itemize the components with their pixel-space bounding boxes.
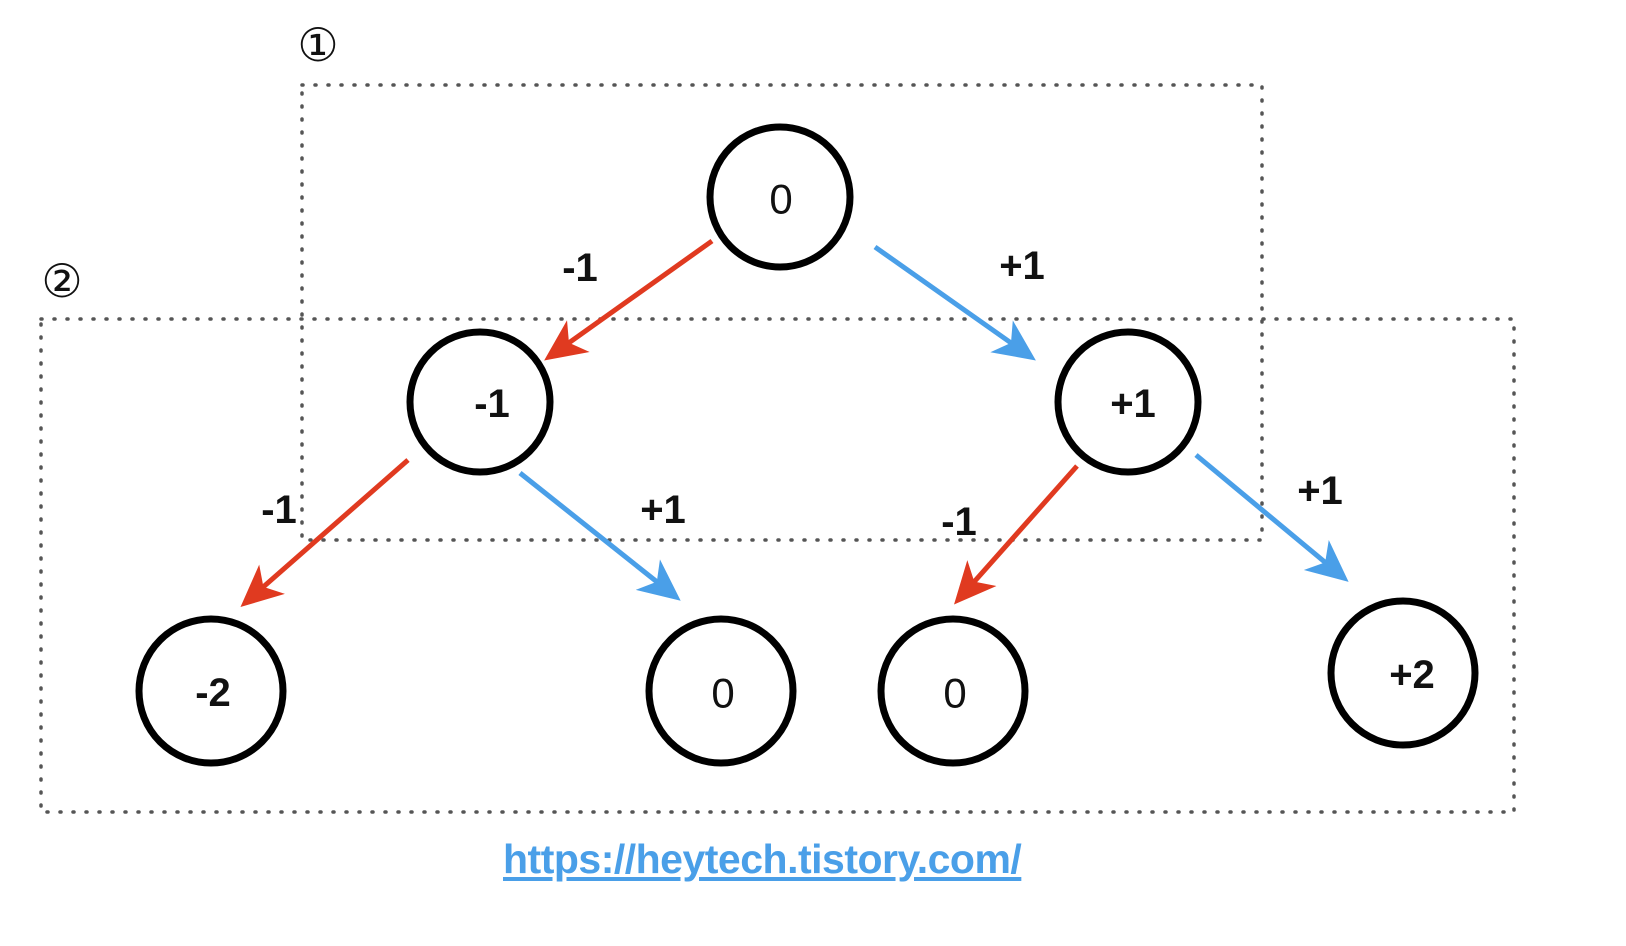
tree-edges — [240, 238, 1349, 607]
node-label-leaf-plus2: +2 — [1389, 653, 1435, 697]
group-marker-1: ① — [297, 19, 338, 71]
tree-node-leaf-minus2[interactable]: -2 — [135, 615, 287, 767]
group-marker-2: ② — [41, 255, 82, 307]
edge-label-right-rightleft: -1 — [941, 500, 977, 544]
edge-labels: -1 +1 -1 +1 -1 +1 — [261, 244, 1343, 544]
node-circle-leaf-minus2[interactable] — [135, 615, 287, 767]
node-circle-left-1[interactable] — [406, 328, 554, 476]
node-label-leaf-minus2: -2 — [195, 671, 231, 715]
tree-node-leaf-zero-left[interactable]: 0 — [645, 615, 797, 767]
node-label-root: 0 — [769, 176, 792, 223]
edge-left-to-leftright — [518, 471, 681, 601]
tree-node-right-1[interactable]: +1 — [1054, 328, 1202, 476]
edge-label-root-right: +1 — [999, 244, 1045, 288]
edge-label-left-leftleft: -1 — [261, 488, 297, 532]
node-circle-leaf-zero-left[interactable] — [645, 615, 797, 767]
node-label-left-1: -1 — [474, 382, 510, 426]
node-label-leaf-zero-left: 0 — [711, 670, 734, 717]
edge-label-left-leftright: +1 — [640, 488, 686, 532]
source-url-link[interactable]: https://heytech.tistory.com/ — [503, 836, 1022, 882]
edge-root-to-left — [544, 238, 714, 361]
group-boxes — [39, 83, 1516, 814]
node-circle-root[interactable] — [706, 123, 854, 271]
edge-root-to-right — [873, 244, 1036, 361]
node-label-leaf-zero-right: 0 — [943, 670, 966, 717]
node-circle-leaf-zero-right[interactable] — [877, 615, 1029, 767]
tree-node-root[interactable]: 0 — [706, 123, 854, 271]
edge-label-right-rightright: +1 — [1297, 469, 1343, 513]
node-label-right-1: +1 — [1110, 382, 1156, 426]
group-box-2 — [39, 317, 1516, 814]
node-circle-leaf-plus2[interactable] — [1327, 597, 1479, 749]
node-circle-right-1[interactable] — [1054, 328, 1202, 476]
edge-left-to-leftleft — [240, 458, 410, 607]
tree-node-leaf-zero-right[interactable]: 0 — [877, 615, 1029, 767]
edge-right-to-rightright — [1194, 453, 1349, 582]
tree-node-leaf-plus2[interactable]: +2 — [1327, 597, 1479, 749]
edge-label-root-left: -1 — [562, 246, 598, 290]
tree-node-left-1[interactable]: -1 — [406, 328, 554, 476]
group-box-1 — [300, 83, 1264, 542]
edge-right-to-rightleft — [954, 464, 1079, 605]
